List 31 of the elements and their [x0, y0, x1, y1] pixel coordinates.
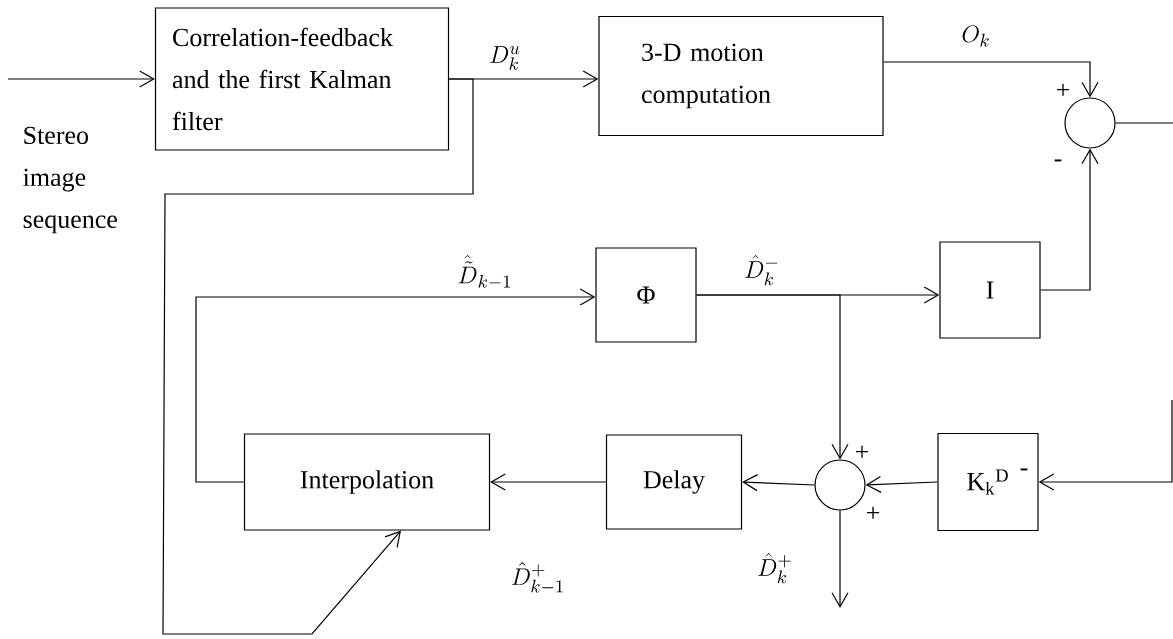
edge-label: $\hat{\tilde{D}}_{k-1}$ [455, 252, 515, 292]
arrow [883, 61, 1099, 98]
sign-label: + [866, 506, 880, 519]
process-box: 3-D motion computation [598, 15, 884, 137]
process-box: Interpolation [243, 433, 491, 531]
arrow [865, 475, 938, 493]
edge-label: $\hat{D}_{k}^{-}$ [742, 252, 782, 288]
arrow [195, 288, 596, 483]
process-box: Φ [595, 247, 697, 343]
edge-label: $\hat{D}_{k}^{+}$ [755, 550, 795, 586]
summing-junction [1064, 97, 1116, 149]
arrow [162, 78, 474, 635]
sign-label: - [1054, 159, 1062, 162]
process-box: Correlation-feedback and the first Kalman filter [154, 7, 450, 151]
arrow [1038, 399, 1173, 491]
edge-label: $D_{k}^{u}$ [487, 44, 523, 72]
signal-label: Stereo image sequence [23, 126, 117, 234]
arrow [490, 473, 607, 491]
arrow [696, 294, 849, 460]
sign-label: + [1056, 83, 1070, 96]
arrow [7, 70, 155, 88]
arrow [831, 510, 849, 608]
arrow [742, 474, 815, 492]
process-box: Delay [605, 434, 743, 530]
edge-label: $\hat{D}_{k-1}^{+}$ [508, 560, 568, 596]
edge-label: $O_{k}$ [959, 23, 993, 49]
sign-label: - [1020, 468, 1028, 471]
arrow [1040, 148, 1099, 291]
summing-junction [814, 459, 866, 511]
sign-label: + [855, 445, 869, 458]
process-box: I [939, 241, 1041, 339]
